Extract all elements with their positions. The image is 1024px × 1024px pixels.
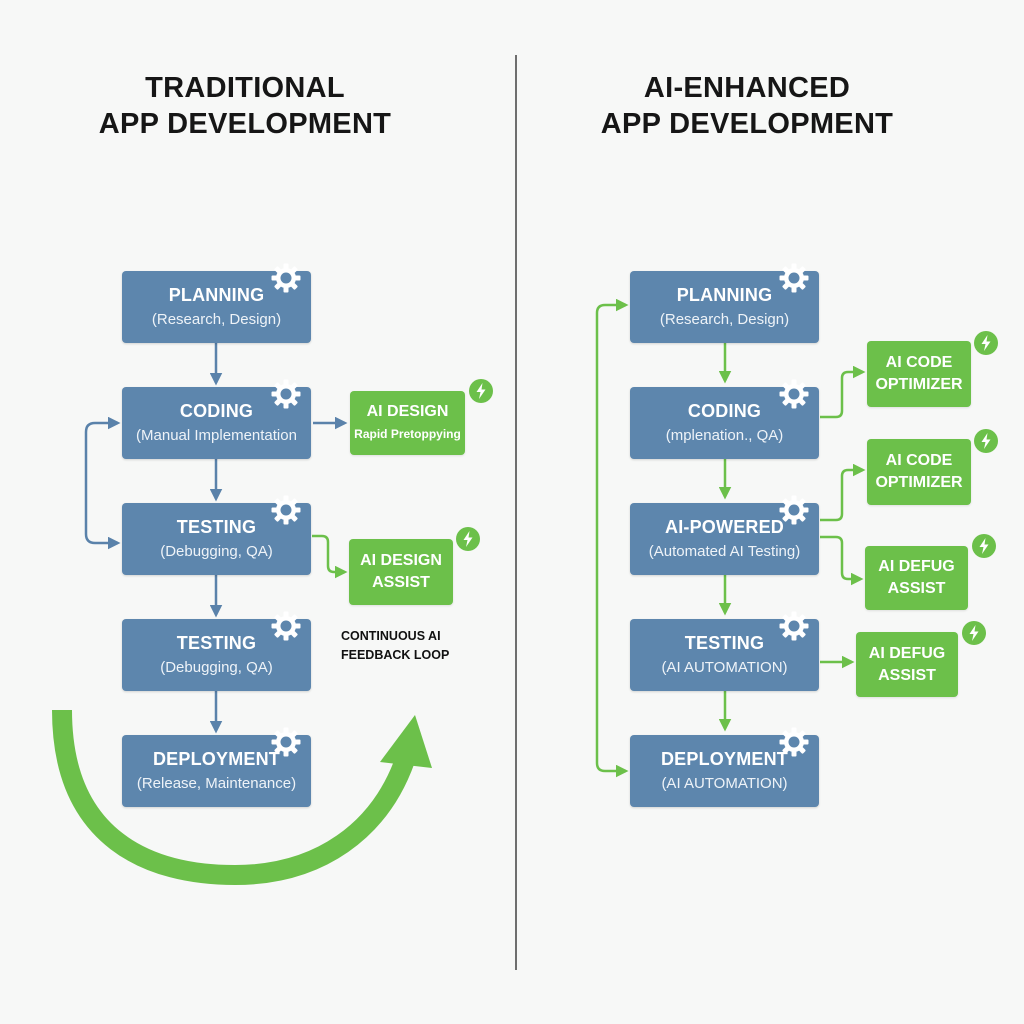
step-subtitle: (mplenation., QA) [665,427,784,444]
feedback-loop-label-line2: FEEDBACK LOOP [341,648,450,662]
step-title: TESTING [176,517,257,537]
step-subtitle: (Debugging, QA) [160,659,273,676]
lightning-icon [468,378,494,404]
feedback-loop-label: CONTINUOUS AI FEEDBACK LOOP [341,627,449,665]
step-title: DEPLOYMENT [660,749,788,769]
arrow-r-loop-to-deployment [595,540,629,778]
gear-icon [270,262,302,294]
ai-box-line1: AI DEFUG [868,644,946,662]
feedback-loop-label-line1: CONTINUOUS AI [341,629,441,643]
right-ai-defug-assist-box-2: AI DEFUG ASSIST [856,632,958,697]
ai-box-line2: OPTIMIZER [875,474,963,491]
right-ai-code-optimizer-box-1: AI CODE OPTIMIZER [867,341,971,407]
arrow-r-ai-powered-to-optimizer [820,463,866,522]
step-subtitle: (Automated AI Testing) [648,543,801,560]
step-title: PLANNING [676,285,773,305]
arrow-testing-to-ai-design-assist [312,534,348,579]
feedback-loop-arrowhead [380,715,432,768]
ai-box-line1: AI CODE [885,354,953,371]
ai-box-line2: OPTIMIZER [875,376,963,393]
step-title: CODING [687,401,762,421]
left-title: TRADITIONAL APP DEVELOPMENT [60,70,430,142]
step-subtitle: (AI AUTOMATION) [661,775,788,792]
arrow-loop-to-coding [84,416,121,480]
step-title: DEPLOYMENT [152,749,280,769]
step-subtitle: (Research, Design) [659,311,790,328]
lightning-icon [973,330,999,356]
ai-box-line2: ASSIST [372,574,430,591]
gear-icon [778,726,810,758]
center-divider [515,55,517,970]
gear-icon [778,494,810,526]
right-step-testing: TESTING (AI AUTOMATION) [630,619,819,691]
feedback-loop-arc [52,709,415,886]
step-subtitle: (AI AUTOMATION) [661,659,788,676]
step-subtitle: (Manual Implementation [136,427,297,444]
right-ai-code-optimizer-box-2: AI CODE OPTIMIZER [867,439,971,505]
right-title-line2: APP DEVELOPMENT [600,108,894,140]
gear-icon [270,494,302,526]
left-title-line1: TRADITIONAL [145,72,345,104]
right-title-line1: AI-ENHANCED [643,72,851,104]
gear-icon [270,610,302,642]
gear-icon [778,378,810,410]
gear-icon [270,726,302,758]
lightning-icon [455,526,481,552]
arrow-r-ai-powered-to-defug [820,535,864,586]
step-subtitle: (Research, Design) [151,311,282,328]
gear-icon [270,378,302,410]
ai-box-line2: Rapid Pretoppying [354,427,461,441]
step-subtitle: (Debugging, QA) [160,543,273,560]
arrow-r-coding-to-optimizer [820,365,866,419]
ai-box-line1: AI DESIGN [366,403,449,420]
step-title: TESTING [684,633,765,653]
ai-box-line2: ASSIST [887,580,946,597]
lightning-icon [961,620,987,646]
lightning-icon [973,428,999,454]
arrow-r-loop-to-planning [595,298,629,540]
left-ai-design-box: AI DESIGN Rapid Pretoppying [350,391,465,455]
left-title-line2: APP DEVELOPMENT [98,108,392,140]
gear-icon [778,262,810,294]
right-title: AI-ENHANCED APP DEVELOPMENT [562,70,932,142]
gear-icon [778,610,810,642]
step-subtitle: (Release, Maintenance) [136,775,297,792]
lightning-icon [971,533,997,559]
ai-box-line2: ASSIST [878,666,936,684]
step-title: CODING [179,401,254,421]
step-title: TESTING [176,633,257,653]
left-ai-design-assist-box: AI DESIGN ASSIST [349,539,453,605]
ai-box-line1: AI DEFUG [878,558,955,575]
step-title: PLANNING [168,285,265,305]
ai-box-line1: AI CODE [885,452,953,469]
step-title: AI-POWERED [665,517,784,537]
ai-box-line1: AI DESIGN [360,552,442,569]
right-ai-defug-assist-box-1: AI DEFUG ASSIST [865,546,968,610]
arrow-loop-to-testing [84,480,121,550]
